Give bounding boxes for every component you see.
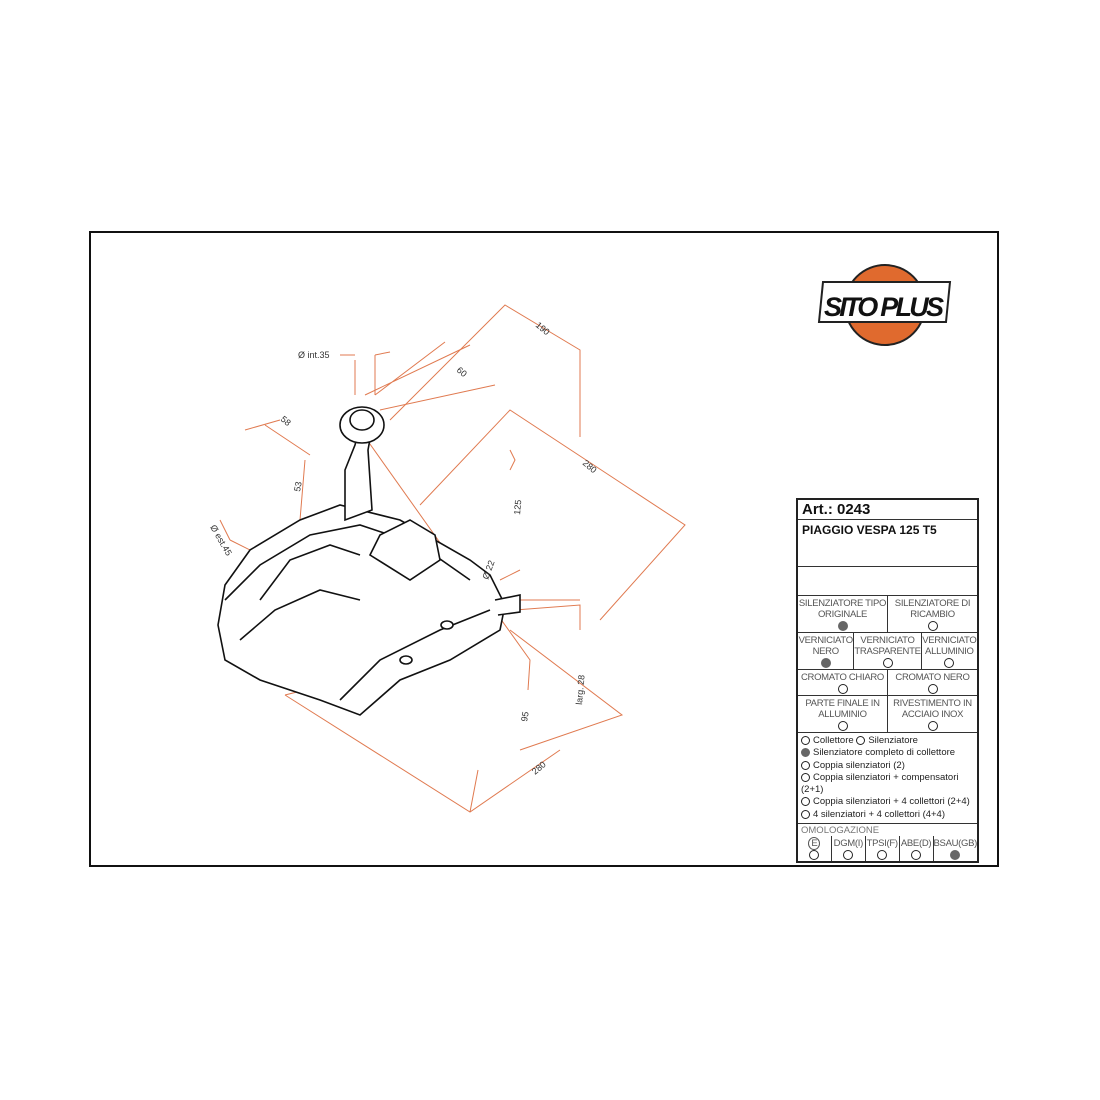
label: BSAU(GB) bbox=[933, 838, 978, 850]
option-ricambio: SILENZIATORE DI RICAMBIO bbox=[888, 596, 977, 632]
option-coppia-comp: Coppia silenziatori + compensatori (2+1) bbox=[801, 772, 974, 797]
homologation-abe: ABE(D) bbox=[900, 836, 934, 862]
homologation-dgm: DGM(I) bbox=[832, 836, 866, 862]
spec-table: Art.: 0243 PIAGGIO VESPA 125 T5 SILENZIA… bbox=[796, 498, 979, 864]
homologation-tpsi: TPSI(F) bbox=[866, 836, 900, 862]
dim-larg28: larg. 28 bbox=[574, 674, 587, 705]
finish-row-2: CROMATO CHIARO CROMATO NERO bbox=[798, 670, 977, 696]
option-parte-finale: PARTE FINALE IN ALLUMINIO bbox=[798, 696, 888, 732]
label: VERNICIATO NERO bbox=[798, 635, 853, 657]
radio-icon bbox=[837, 684, 848, 694]
dim-22: Ø 22 bbox=[480, 559, 496, 581]
label: 4 silenziatori + 4 collettori (4+4) bbox=[813, 808, 946, 820]
homologation-bsau: BSAU(GB) bbox=[933, 836, 978, 861]
label: PARTE FINALE IN ALLUMINIO bbox=[805, 698, 880, 720]
model-name: PIAGGIO VESPA 125 T5 bbox=[798, 520, 977, 567]
radio-icon bbox=[911, 850, 922, 861]
dim-95: 95 bbox=[519, 711, 531, 723]
checked-radio-icon bbox=[801, 748, 810, 758]
label: VERNICIATO ALLUMINIO bbox=[922, 635, 977, 657]
label: VERNICIATO TRASPARENTE bbox=[854, 635, 921, 657]
radio-icon bbox=[801, 809, 810, 819]
dim-280-top: 280 bbox=[581, 458, 599, 475]
label: CROMATO NERO bbox=[895, 672, 970, 683]
dim-int35: Ø int.35 bbox=[298, 350, 330, 360]
radio-icon bbox=[927, 621, 938, 631]
label: Coppia silenziatori + compensatori (2+1) bbox=[801, 771, 959, 796]
finish-row-3: PARTE FINALE IN ALLUMINIO RIVESTIMENTO I… bbox=[798, 696, 977, 733]
radio-icon bbox=[801, 772, 810, 782]
radio-icon bbox=[843, 850, 854, 861]
option-completo: Silenziatore completo di collettore bbox=[801, 747, 974, 759]
option-verniciato-nero: VERNICIATO NERO bbox=[798, 633, 855, 669]
checked-radio-icon bbox=[837, 621, 848, 631]
art-value: 0243 bbox=[837, 501, 871, 518]
option-coppia: Coppia silenziatori (2) bbox=[801, 760, 974, 772]
radio-icon bbox=[927, 721, 938, 731]
label: SILENZIATORE TIPO ORIGINALE bbox=[798, 598, 887, 620]
art-label: Art.: bbox=[802, 501, 833, 518]
dim-280-bottom: 280 bbox=[530, 759, 548, 776]
label: Coppia silenziatori (2) bbox=[813, 759, 905, 771]
radio-icon bbox=[856, 735, 866, 745]
option-verniciato-trasparente: VERNICIATO TRASPARENTE bbox=[854, 633, 922, 669]
dim-53: 53 bbox=[292, 481, 304, 493]
radio-icon bbox=[927, 684, 938, 694]
option-verniciato-alluminio: VERNICIATO ALLUMINIO bbox=[922, 633, 977, 669]
label: E bbox=[808, 837, 821, 851]
label: DGM(I) bbox=[833, 838, 864, 850]
radio-icon bbox=[837, 721, 848, 731]
svg-text:SITO PLUS: SITO PLUS bbox=[824, 292, 944, 322]
type-row: SILENZIATORE TIPO ORIGINALE SILENZIATORE… bbox=[798, 596, 977, 633]
radio-icon bbox=[809, 850, 820, 861]
checked-radio-icon bbox=[820, 658, 831, 668]
label: RIVESTIMENTO IN ACCIAIO INOX bbox=[893, 698, 972, 720]
option-tipo-originale: SILENZIATORE TIPO ORIGINALE bbox=[798, 596, 888, 632]
radio-icon bbox=[801, 760, 810, 770]
homologation-e: E bbox=[798, 836, 832, 862]
radio-icon bbox=[801, 797, 810, 807]
muffler-outline bbox=[217, 406, 521, 716]
option-quattro: 4 silenziatori + 4 collettori (4+4) bbox=[801, 809, 974, 821]
label: TPSI(F) bbox=[866, 838, 898, 850]
label: Collettore bbox=[813, 735, 854, 746]
label: ABE(D) bbox=[900, 838, 932, 850]
option-rivestimento: RIVESTIMENTO IN ACCIAIO INOX bbox=[888, 696, 977, 732]
radio-icon bbox=[801, 735, 810, 745]
dim-60: 60 bbox=[455, 365, 469, 379]
option-cromato-nero: CROMATO NERO bbox=[888, 670, 977, 695]
dim-190: 190 bbox=[534, 320, 552, 337]
homologation-row: E DGM(I) TPSI(F) ABE(D) BSAU(GB) bbox=[798, 836, 978, 862]
checked-radio-icon bbox=[950, 850, 961, 861]
label: Silenziatore completo di collettore bbox=[813, 747, 956, 759]
homologation-title: OMOLOGAZIONE bbox=[801, 825, 880, 837]
radio-icon bbox=[882, 658, 893, 668]
options-list: Collettore Silenziatore Silenziatore com… bbox=[798, 733, 977, 825]
article-number: Art.: 0243 bbox=[798, 500, 977, 520]
sito-plus-logo: SITO PLUS bbox=[817, 264, 952, 346]
label: Coppia silenziatori + 4 collettori (2+4) bbox=[813, 796, 970, 808]
drawing-frame bbox=[89, 231, 999, 867]
dim-125: 125 bbox=[512, 499, 523, 515]
option-cromato-chiaro: CROMATO CHIARO bbox=[798, 670, 888, 695]
dim-58: 58 bbox=[279, 414, 293, 428]
option-collettore-silenziatore: Collettore Silenziatore bbox=[801, 735, 974, 747]
finish-row-1: VERNICIATO NERO VERNICIATO TRASPARENTE V… bbox=[798, 633, 977, 670]
radio-icon bbox=[877, 850, 888, 861]
option-coppia-4: Coppia silenziatori + 4 collettori (2+4) bbox=[801, 796, 974, 808]
spacer bbox=[798, 567, 977, 596]
label: Silenziatore bbox=[868, 735, 918, 746]
radio-icon bbox=[944, 658, 955, 668]
label: CROMATO CHIARO bbox=[800, 672, 885, 683]
label: SILENZIATORE DI RICAMBIO bbox=[894, 598, 971, 620]
